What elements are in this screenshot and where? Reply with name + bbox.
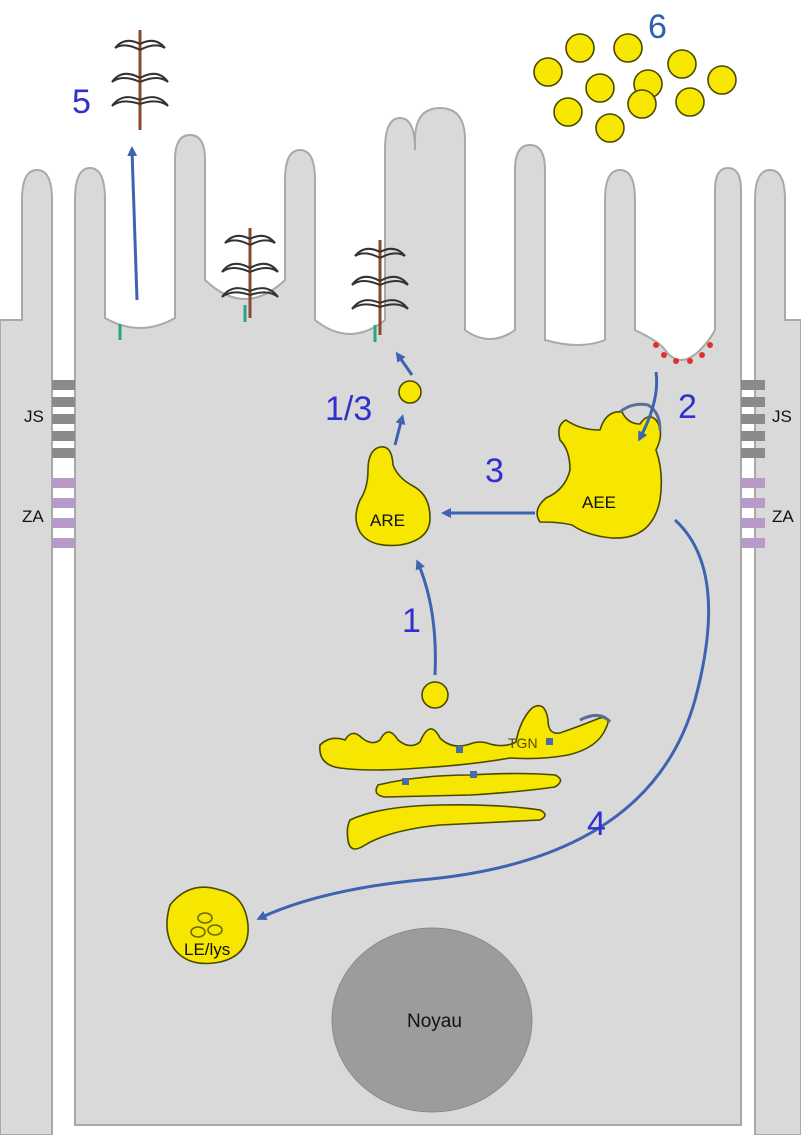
step-1-label: 1 — [402, 602, 421, 640]
left-js-label: JS — [24, 407, 44, 426]
tight-junction-strand — [52, 414, 75, 424]
adherens-junction-strand — [52, 518, 75, 528]
adherens-junction-strand — [52, 538, 75, 548]
step-6-label: 6 — [648, 8, 667, 46]
aee-organelle — [536, 411, 663, 539]
tight-junction-strand — [741, 448, 765, 458]
adherens-junction-strand — [741, 518, 765, 528]
step-1-arrow — [415, 559, 437, 676]
are-organelle — [355, 446, 431, 547]
step-1-3-arrow-lower — [393, 414, 406, 446]
coated-pit-icon — [653, 342, 713, 364]
tight-junction-strand — [741, 380, 765, 390]
step-3-label: 3 — [485, 452, 504, 490]
tight-junction-strand — [52, 431, 75, 441]
tight-junction-strand — [52, 448, 75, 458]
step-5-label: 5 — [72, 83, 91, 121]
right-za-label: ZA — [772, 507, 794, 526]
aee-coat — [619, 402, 662, 431]
right-neighbor-cell — [754, 168, 801, 1135]
glycoprotein-icon — [351, 240, 409, 335]
left-neighbor-cell — [0, 168, 53, 1135]
tight-junction-strand — [52, 380, 75, 390]
extracellular-particles — [533, 33, 737, 143]
right-js-label: JS — [772, 407, 792, 426]
epithelial-cell — [74, 106, 742, 1126]
golgi-vesicle — [421, 681, 449, 709]
step-1-3-label: 1/3 — [325, 390, 372, 428]
adherens-junction-strand — [741, 498, 765, 508]
transport-vesicle — [398, 380, 422, 404]
adherens-junction-strand — [741, 478, 765, 488]
step-2-arrow — [638, 371, 659, 442]
adherens-junction-strand — [741, 538, 765, 548]
nucleus-label: Noyau — [407, 1011, 462, 1032]
glycoprotein-icon — [111, 30, 169, 130]
tight-junction-strand — [52, 397, 75, 407]
adherens-junction-strand — [52, 478, 75, 488]
right-junction-stack — [741, 380, 765, 548]
glycoprotein-icon — [221, 228, 279, 318]
left-junction-stack — [52, 380, 75, 548]
step-4-label: 4 — [587, 805, 606, 843]
tight-junction-strand — [741, 431, 765, 441]
tight-junction-strand — [741, 414, 765, 424]
are-label: ARE — [370, 511, 405, 530]
aee-label: AEE — [582, 493, 616, 512]
golgi-apparatus — [319, 704, 612, 850]
late-endosome-label: LE/lys — [184, 940, 230, 959]
tgn-label: TGN — [508, 735, 538, 751]
left-za-label: ZA — [22, 507, 44, 526]
tight-junction-strand — [741, 397, 765, 407]
step-2-label: 2 — [678, 388, 697, 426]
step-5-arrow — [127, 146, 139, 301]
late-endosome-lysosome — [166, 886, 249, 965]
step-4-arrow — [256, 518, 711, 920]
nucleus — [331, 927, 533, 1113]
step-1-3-arrow-upper — [395, 351, 414, 376]
adherens-junction-strand — [52, 498, 75, 508]
